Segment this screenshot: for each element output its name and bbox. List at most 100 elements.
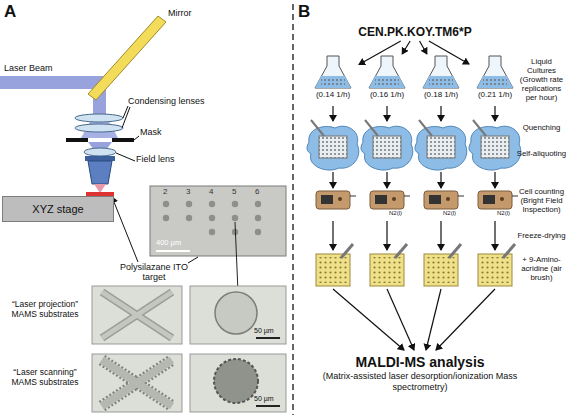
step-arrow [440,106,441,121]
leader-line [122,107,130,128]
scale-label: 50 µm [254,327,274,335]
field-lens [84,148,116,156]
culture-flask: (0.18 1/h) [415,54,467,104]
step-label: Freeze-drying [516,232,567,241]
mask [66,138,88,142]
gas-label: N2(l) [443,210,456,217]
cell-counter [424,191,464,209]
self-aliquot-plate [415,120,467,170]
micrograph [92,354,182,412]
flask-liquid [477,76,513,88]
micrograph [150,186,286,256]
cross-pattern [102,360,172,406]
maldi-plate [424,244,461,286]
strain-title-text: CEN.PK.KOY.TM6*P [340,25,490,39]
strain-title: CEN.PK.KOY.TM6*P [340,25,490,41]
cross-pattern [102,360,172,406]
spot [209,215,215,221]
spot [186,201,192,207]
spot-number: 3 [186,187,190,196]
culture-flask: (0.14 1/h) [307,54,359,104]
part-label: Condensing lenses [128,96,205,106]
spot-number: 6 [255,187,259,196]
spot [209,201,215,207]
step-label: Liquid Cultures (Growth rate replication… [516,58,567,103]
cross-pattern [102,360,172,406]
part-label: Laser Beam [4,63,53,73]
self-aliquot-plate [307,120,359,170]
culture-flask-text: (0.18 1/h) [415,90,467,99]
culture-flask: (0.16 1/h) [361,54,413,104]
cell-counter [370,191,410,209]
spot [209,229,215,235]
cross-pattern [102,360,172,406]
scale-label: 50 µm [254,395,274,403]
flask-outline [477,56,513,88]
step-arrow [440,172,441,188]
micrograph [190,354,286,412]
gas-label: N2(l) [389,210,402,217]
micrograph [190,286,286,344]
step-arrow [436,289,495,350]
step-arrow [440,221,441,250]
gas-label: N2(l) [497,210,510,217]
cross-pattern [102,292,172,338]
self-aliquot-plate [469,120,521,170]
step-label: Self-aliquoting [516,150,567,159]
flask-liquid [423,76,459,88]
circle-spot [215,292,257,334]
laser-beam [0,76,106,89]
flask-outline [369,56,405,88]
scale-bar [256,337,280,339]
cross-pattern [102,292,172,338]
flask-liquid [369,76,405,88]
spot-array [163,201,261,235]
maldi-plate [370,244,407,286]
flask-cells [483,78,507,87]
panel-letter: A [4,2,16,22]
leader-line [188,257,198,263]
spot [186,215,192,221]
scale-bar [156,250,190,252]
flask-outline [423,56,459,88]
condensing-lens [75,124,123,132]
step-arrow [494,106,495,121]
step-arrow [333,289,404,350]
analysis-box: MALDI-MS analysis(Matrix-assisted laser … [310,354,530,410]
spot-number: 5 [232,187,236,196]
scale-label: 400 µm [156,239,181,248]
self-aliquot-plate [361,120,413,170]
maldi-plate [478,244,515,286]
spot-number: 2 [163,187,167,196]
panel-letter: B [298,2,310,22]
spot [255,201,261,207]
leader-line [116,153,135,161]
spot-number: 4 [209,187,213,196]
cross-pattern [102,292,172,338]
flask-icon [307,54,359,90]
row-label: “Laser projection” MAMS substrates [2,300,88,320]
cell-counter [316,191,356,209]
spot [163,201,169,207]
step-arrow [387,289,414,350]
leader-line [134,136,139,140]
leader-line [112,197,138,262]
spot [232,201,238,207]
zoom-line [235,222,238,292]
cross-pattern [102,292,172,338]
objective [88,161,112,184]
step-arrow [386,221,387,250]
leader-line [123,106,128,118]
culture-flask-text: (0.14 1/h) [307,90,359,99]
part-label: Mask [140,127,162,137]
step-label: Cell counting (Bright Field Inspection) [516,188,567,215]
flask-outline [315,56,351,88]
flow-arrow [359,41,401,64]
analysis-box-text: (Matrix-assisted laser desorption/ioniza… [310,371,530,393]
flow-arrow [420,41,427,54]
flask-cells [321,78,345,87]
step-arrow [494,221,495,250]
flow-arrow [402,41,410,54]
culture-flask: (0.21 1/h) [469,54,521,104]
